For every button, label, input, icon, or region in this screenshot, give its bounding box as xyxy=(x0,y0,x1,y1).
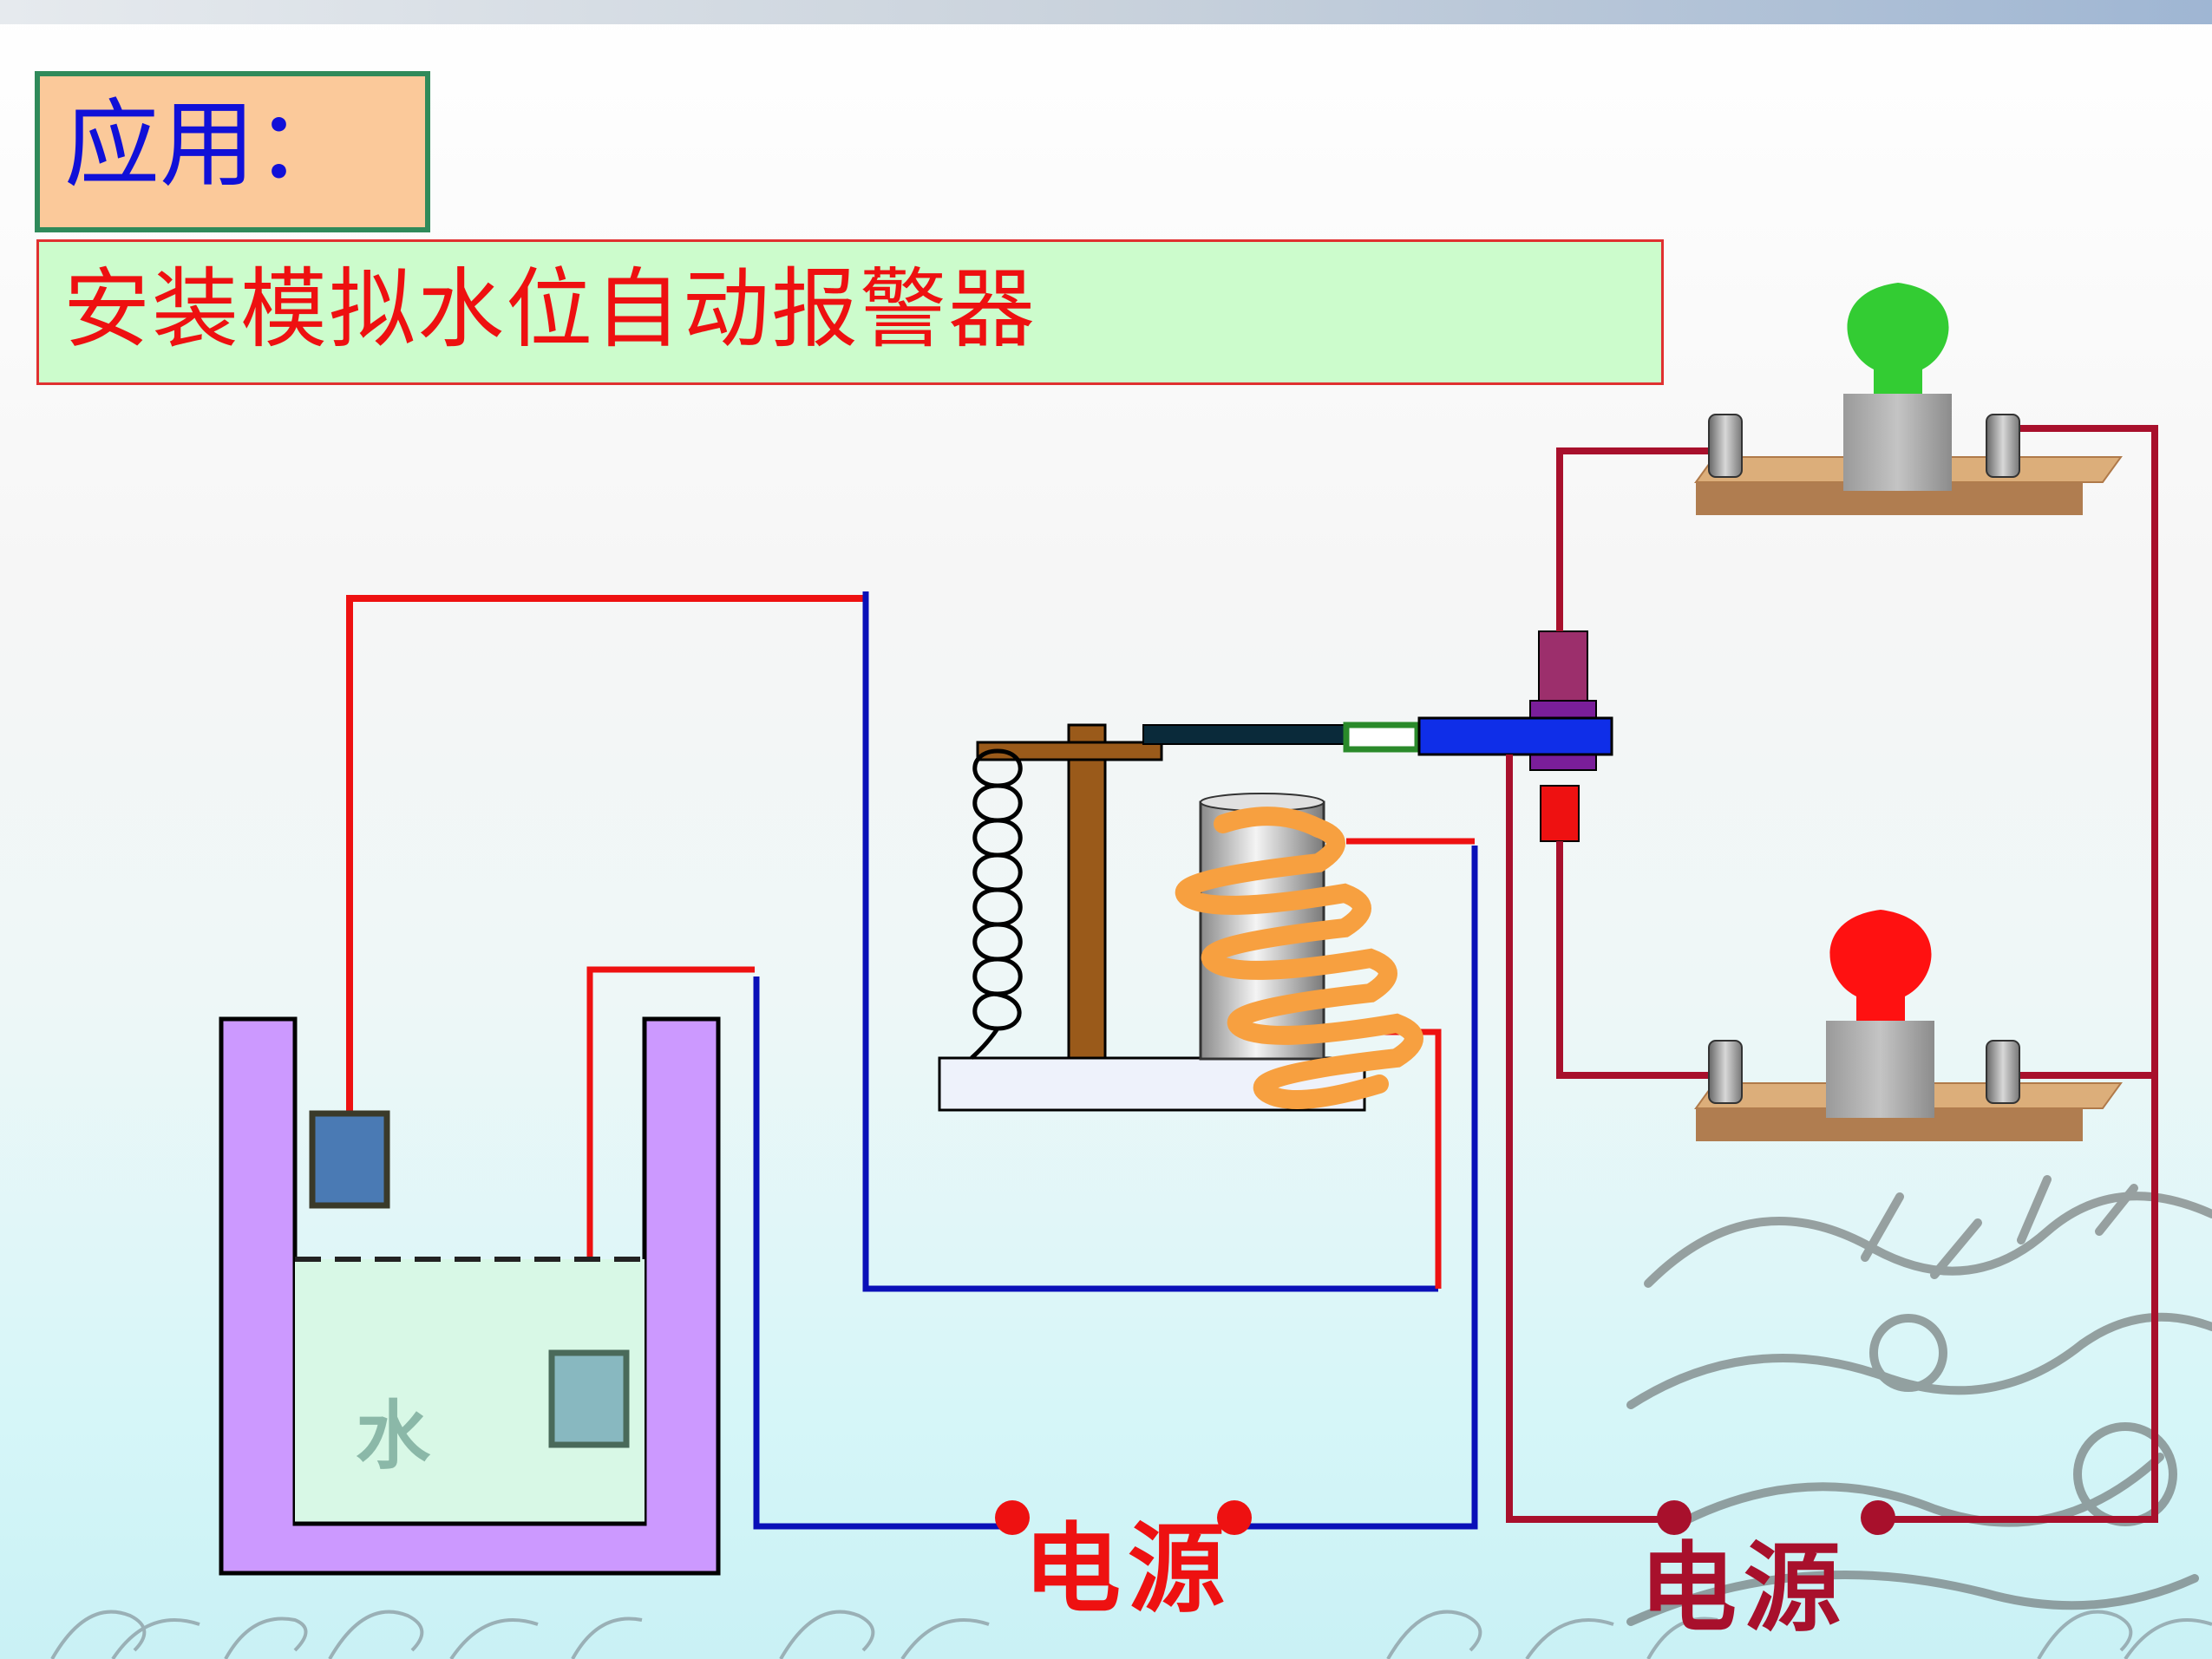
spring-icon xyxy=(970,748,1023,1060)
power-terminal-right-b xyxy=(1861,1500,1895,1535)
lower-contact xyxy=(1540,785,1580,842)
power-terminal-right-a xyxy=(1657,1500,1692,1535)
lamp-circuit-wires xyxy=(1506,425,2158,1523)
power-terminal-left-a xyxy=(995,1500,1030,1535)
red-lamp-base xyxy=(1826,1021,1934,1118)
dragon-decoration xyxy=(1626,1175,2212,1626)
green-lamp xyxy=(1694,283,2123,515)
moving-contact xyxy=(1417,716,1613,756)
relay-post xyxy=(1067,723,1107,1060)
red-lamp xyxy=(1694,910,2123,1141)
water-label: 水 xyxy=(356,1393,431,1479)
red-bulb xyxy=(1829,910,1932,1021)
armature-bar xyxy=(1142,724,1345,745)
water-tank xyxy=(219,1016,721,1576)
terminal-post xyxy=(1708,1040,1743,1104)
wave-decoration xyxy=(50,1610,2212,1659)
slide-top-bar xyxy=(0,0,2212,24)
terminal-post xyxy=(1986,1040,2020,1104)
terminal-post xyxy=(1986,414,2020,478)
terminal-post xyxy=(1708,414,1743,478)
upper-contact xyxy=(1538,630,1588,706)
power-label-left: 电源 xyxy=(1024,1513,1232,1626)
relay-arm xyxy=(976,741,1163,761)
control-wire-blue xyxy=(862,591,1438,1292)
control-wire-blue-lower xyxy=(753,976,1012,1530)
subtitle-box: 安装模拟水位自动报警器 xyxy=(36,239,1664,385)
electrode-right xyxy=(548,1349,630,1448)
armature-contact xyxy=(1343,722,1421,753)
power-terminal-left-b xyxy=(1217,1500,1252,1535)
title-box: 应用： xyxy=(35,71,430,232)
green-lamp-base xyxy=(1843,394,1952,491)
control-wire-red xyxy=(346,595,866,1112)
coil-wire-blue xyxy=(1234,846,1478,1530)
control-wire-red-right xyxy=(586,966,755,1353)
page-title: 应用： xyxy=(64,89,350,200)
electrode-left xyxy=(309,1110,390,1209)
power-label-right: 电源 xyxy=(1639,1532,1848,1645)
green-bulb xyxy=(1847,283,1949,394)
coil-winding xyxy=(1175,807,1423,1109)
page-subtitle: 安装模拟水位自动报警器 xyxy=(63,258,1037,360)
